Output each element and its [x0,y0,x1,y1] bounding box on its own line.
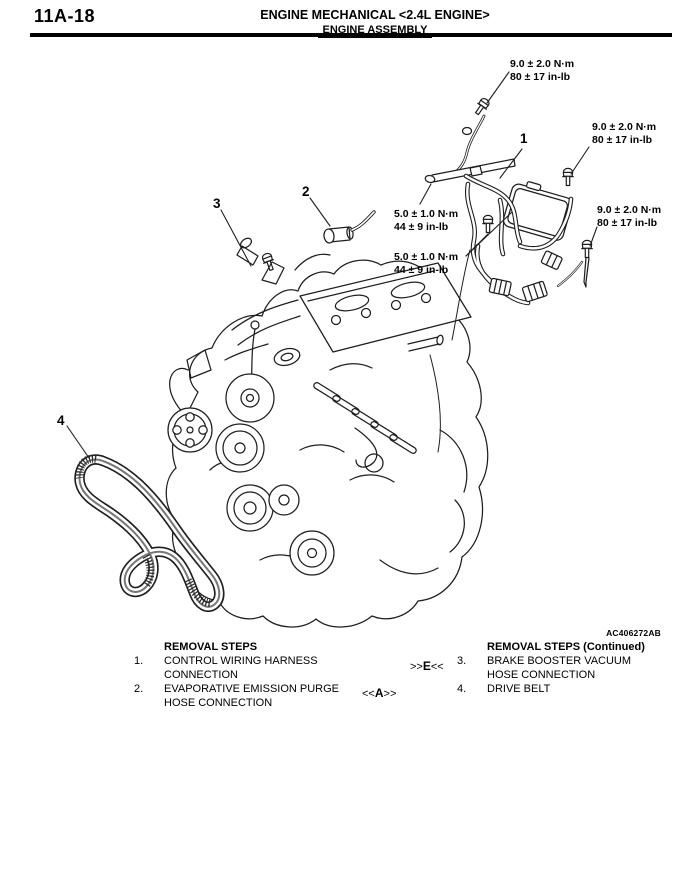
operation-marker-a: <<A>> [362,686,396,701]
torque-value-nm: 9.0 ± 2.0 N·m [510,58,575,70]
removal-steps-continued-heading: REMOVAL STEPS (Continued) [487,641,645,653]
step-number: 1. [134,655,144,667]
torque-value-nm: 9.0 ± 2.0 N·m [592,121,657,133]
callout-4: 4 [57,413,65,428]
marker-letter: A [374,686,384,700]
step-text: BRAKE BOOSTER VACUUM HOSE CONNECTION [487,655,632,681]
chapter-title: ENGINE MECHANICAL <2.4L ENGINE> [260,8,490,22]
torque-label-right-lower: 9.0 ± 2.0 N·m 80 ± 17 in-lb [597,204,661,230]
valve-cover-art [299,262,472,353]
step-item-3: 3. BRAKE BOOSTER VACUUM HOSE CONNECTION [457,654,687,682]
torque-label-right-upper: 9.0 ± 2.0 N·m 80 ± 17 in-lb [592,121,656,147]
marker-letter: E [422,659,431,673]
leader-torque-left-lower-b [465,211,513,257]
header-rule [30,33,672,37]
leader-callout-4 [66,425,90,459]
operation-marker-e: >>E<< [410,659,444,674]
torque-value-inlb: 80 ± 17 in-lb [592,134,653,146]
marker-bracket-close: >> [383,688,397,700]
step-text: EVAPORATIVE EMISSION PURGE HOSE CONNECTI… [164,683,340,709]
torque-value-inlb: 44 ± 9 in-lb [394,264,449,276]
heat-shield-art [313,382,417,454]
sensor-art [236,237,285,285]
leader-torque-top [486,71,510,104]
marker-bracket-close: << [430,661,444,673]
marker-bracket-open: << [362,688,375,700]
drive-belt-art [74,454,225,613]
leader-lines [66,71,598,459]
step-item-2: 2. EVAPORATIVE EMISSION PURGE HOSE CONNE… [134,682,364,710]
pulleys-art [167,373,335,576]
torque-value-nm: 5.0 ± 1.0 N·m [394,208,459,220]
step-number: 4. [457,683,467,695]
callout-3: 3 [213,196,221,211]
callout-2: 2 [302,184,310,199]
torque-value-inlb: 80 ± 17 in-lb [510,71,571,83]
removal-steps: REMOVAL STEPS 1. CONTROL WIRING HARNESS … [0,640,700,730]
engine-diagram-svg [66,71,598,628]
step-text: CONTROL WIRING HARNESS CONNECTION [164,655,318,681]
leader-callout-1 [499,148,523,179]
relay-box-art [502,181,573,241]
step-item-1: 1. CONTROL WIRING HARNESS CONNECTION [134,654,364,682]
leader-callout-2 [309,197,331,227]
purge-valve-art [323,210,376,244]
torque-label-left-lower: 5.0 ± 1.0 N·m 44 ± 9 in-lb [394,251,458,277]
marker-bracket-open: >> [410,661,423,673]
leader-torque-right-upper [570,146,590,175]
torque-value-inlb: 44 ± 9 in-lb [394,221,449,233]
leader-torque-right-lower [589,226,598,247]
step-text: DRIVE BELT [487,683,551,695]
engine-block-art [165,210,489,628]
step-item-4: 4. DRIVE BELT [457,682,687,696]
figure-code: AC406272AB [606,628,661,638]
torque-value-nm: 5.0 ± 1.0 N·m [394,251,459,263]
removal-steps-right-column: REMOVAL STEPS (Continued) 3. BRAKE BOOST… [457,640,687,696]
step-number: 3. [457,655,467,667]
page-number: 11A-18 [34,6,96,26]
leader-torque-left-upper [419,183,432,205]
wiring-harness-art [424,114,590,341]
torque-label-left-upper: 5.0 ± 1.0 N·m 44 ± 9 in-lb [394,208,458,234]
callout-1: 1 [520,131,528,146]
engine-figure: 9.0 ± 2.0 N·m 80 ± 17 in-lb 9.0 ± 2.0 N·… [0,40,700,640]
torque-value-nm: 9.0 ± 2.0 N·m [597,204,662,216]
leader-callout-3 [220,209,252,267]
step-number: 2. [134,683,144,695]
removal-steps-left-column: REMOVAL STEPS 1. CONTROL WIRING HARNESS … [134,640,364,710]
torque-label-top: 9.0 ± 2.0 N·m 80 ± 17 in-lb [510,58,574,84]
torque-value-inlb: 80 ± 17 in-lb [597,217,658,229]
removal-steps-heading: REMOVAL STEPS [164,641,258,653]
